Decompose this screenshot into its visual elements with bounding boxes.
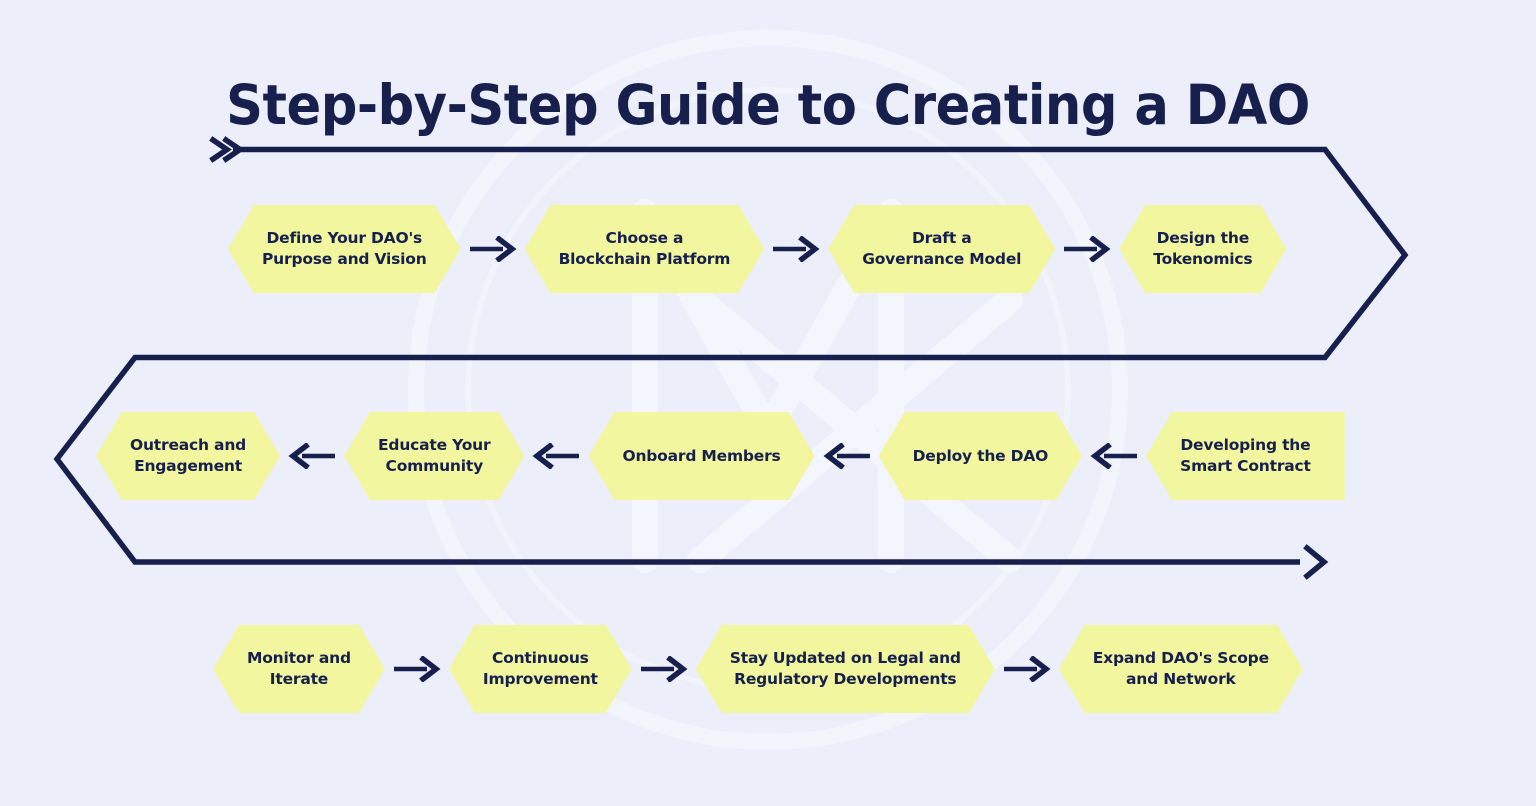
step-label: Expand DAO's Scope and Network	[1092, 649, 1269, 688]
arrow-right-icon	[461, 229, 525, 269]
flow-row-1: Define Your DAO's Purpose and Vision Cho…	[228, 205, 1286, 293]
step-hexagon[interactable]: Onboard Members	[588, 412, 814, 500]
step-label: Developing the Smart Contract	[1180, 436, 1311, 475]
step-hexagon[interactable]: Educate Your Community	[344, 412, 524, 500]
arrow-right-icon	[995, 649, 1059, 689]
step-hexagon[interactable]: Monitor and Iterate	[213, 625, 385, 713]
arrow-right-icon	[764, 229, 828, 269]
step-label: Onboard Members	[622, 446, 781, 465]
arrow-left-icon	[280, 436, 344, 476]
arrow-right-icon	[632, 649, 696, 689]
step-label: Choose a Blockchain Platform	[558, 229, 731, 268]
step-label: Deploy the DAO	[912, 446, 1049, 465]
step-label: Continuous Improvement	[482, 649, 598, 688]
step-hexagon[interactable]: Expand DAO's Scope and Network	[1059, 625, 1303, 713]
arrow-left-icon	[1082, 436, 1146, 476]
step-label: Define Your DAO's Purpose and Vision	[262, 229, 427, 268]
flow-row-2: Outreach and Engagement Educate Your Com…	[96, 412, 1345, 500]
step-hexagon[interactable]: Design the Tokenomics	[1119, 205, 1286, 293]
step-hexagon[interactable]: Outreach and Engagement	[96, 412, 280, 500]
step-hexagon[interactable]: Draft a Governance Model	[828, 205, 1055, 293]
step-hexagon[interactable]: Stay Updated on Legal and Regulatory Dev…	[696, 625, 995, 713]
step-hexagon[interactable]: Developing the Smart Contract	[1146, 412, 1345, 500]
arrow-left-icon	[815, 436, 879, 476]
double-chevron-right-icon	[209, 136, 245, 163]
step-label: Educate Your Community	[378, 436, 491, 475]
step-hexagon[interactable]: Choose a Blockchain Platform	[525, 205, 765, 293]
page-title: Step-by-Step Guide to Creating a DAO	[226, 72, 1310, 137]
step-label: Design the Tokenomics	[1153, 229, 1253, 268]
arrow-left-icon	[524, 436, 588, 476]
arrow-right-icon	[1303, 544, 1329, 580]
step-label: Outreach and Engagement	[130, 436, 247, 475]
flow-row-3: Monitor and Iterate Continuous Improveme…	[213, 625, 1303, 713]
step-hexagon[interactable]: Continuous Improvement	[449, 625, 632, 713]
step-label: Draft a Governance Model	[862, 229, 1022, 268]
step-label: Monitor and Iterate	[247, 649, 351, 688]
arrow-right-icon	[385, 649, 449, 689]
step-hexagon[interactable]: Deploy the DAO	[879, 412, 1083, 500]
arrow-right-icon	[1055, 229, 1119, 269]
step-label: Stay Updated on Legal and Regulatory Dev…	[729, 649, 961, 688]
step-hexagon[interactable]: Define Your DAO's Purpose and Vision	[228, 205, 461, 293]
